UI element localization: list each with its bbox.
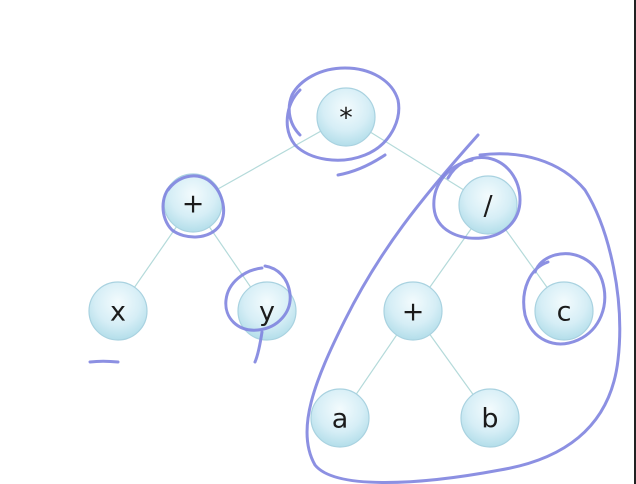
node-label: y [259, 297, 275, 328]
ink-circle-c [522, 252, 607, 346]
node-label: a [332, 404, 349, 435]
node-label: b [481, 404, 498, 435]
ink-circle-root [285, 66, 401, 162]
node-circle [460, 388, 520, 448]
node-circle [310, 388, 370, 448]
node-circle [383, 281, 443, 341]
node-circle [534, 281, 594, 341]
node-label: x [110, 297, 126, 328]
node-circle [237, 281, 297, 341]
tree-node-root: * [316, 87, 376, 147]
ink-tick-root [336, 153, 387, 177]
hand-drawn-annotations [88, 66, 622, 484]
node-circle [458, 175, 518, 235]
tree-node-c: c [534, 281, 594, 341]
tree-nodes: * + / x y + c a b [88, 87, 594, 448]
ink-loop-right-subtree [305, 133, 622, 484]
node-label: + [402, 297, 425, 328]
tree-node-plus-right: + [383, 281, 443, 341]
tree-node-y: y [237, 281, 297, 341]
slide-border [634, 0, 636, 484]
ink-underline-x [88, 359, 120, 364]
tree-node-b: b [460, 388, 520, 448]
tree-node-a: a [310, 388, 370, 448]
node-label: c [557, 297, 572, 328]
ink-circle-divide [432, 155, 522, 240]
tree-node-divide: / [458, 175, 518, 235]
node-label: + [182, 189, 205, 220]
node-circle [316, 87, 376, 147]
ink-circle-plus-left [161, 174, 225, 239]
node-label: / [483, 191, 493, 222]
tree-node-x: x [88, 281, 148, 341]
node-circle [88, 281, 148, 341]
node-label: * [339, 103, 353, 134]
ink-circle-y [224, 264, 292, 364]
